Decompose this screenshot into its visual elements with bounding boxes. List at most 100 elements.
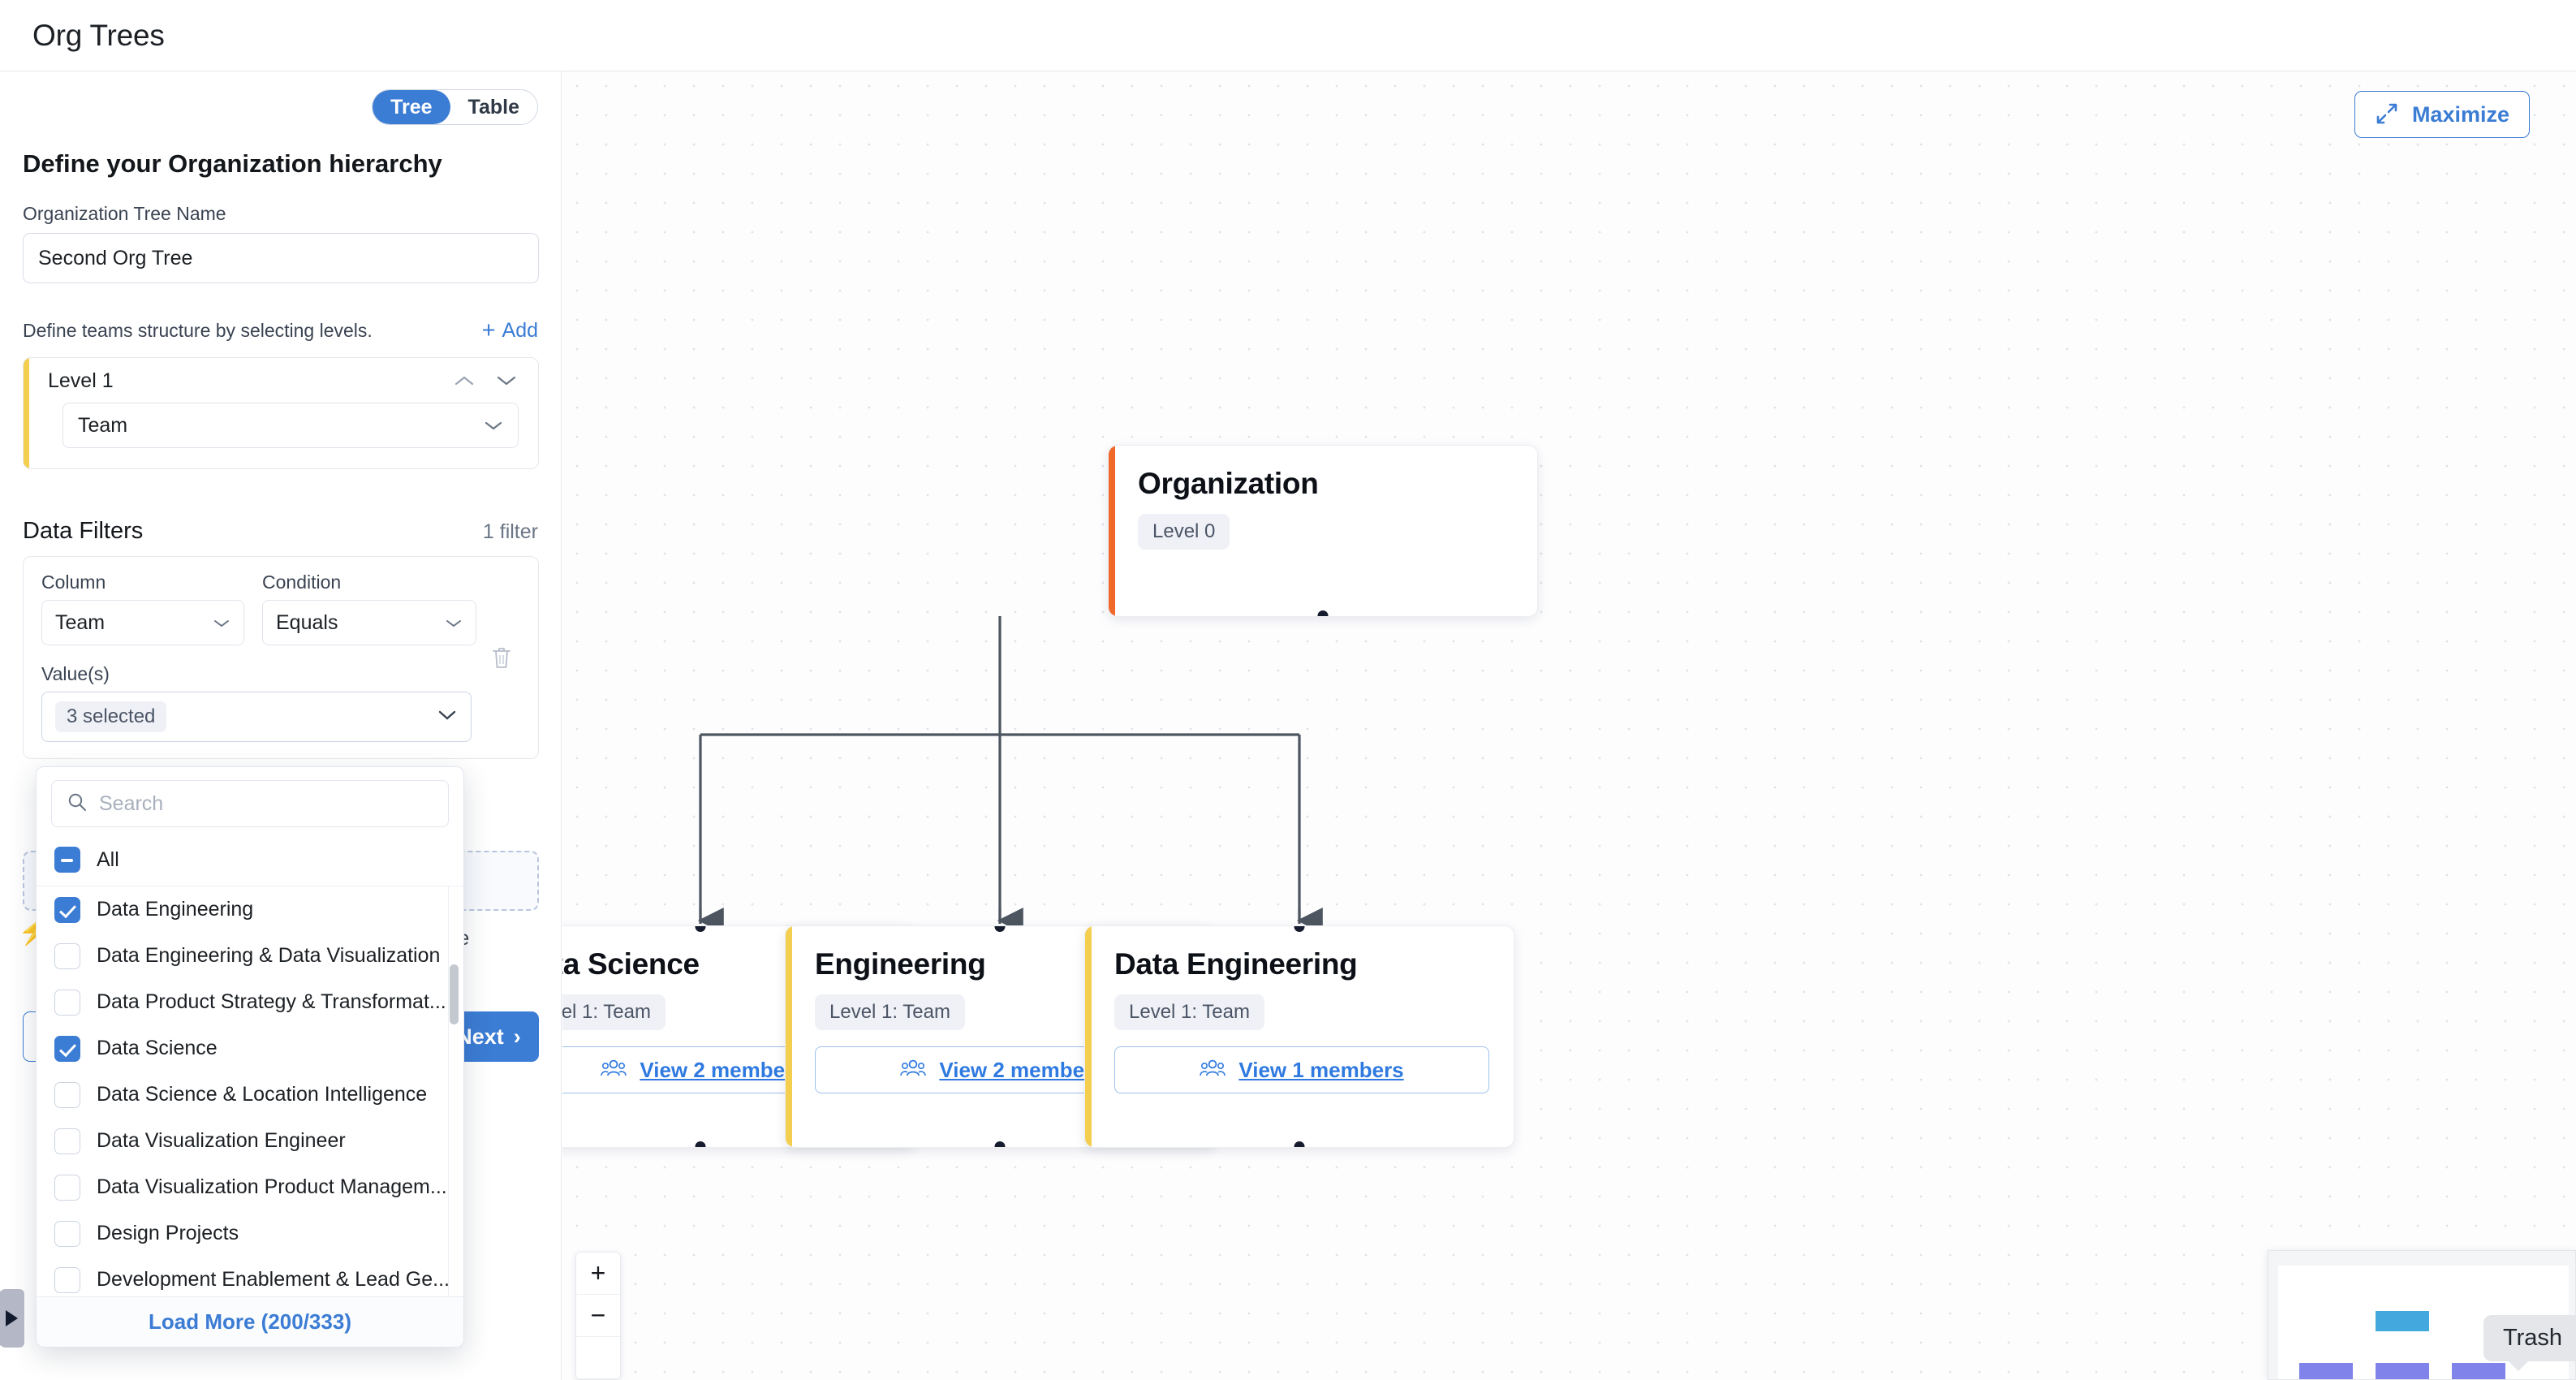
minimap[interactable]: Trash — [2268, 1250, 2576, 1380]
list-item-label: Data Science & Location Intelligence — [97, 1083, 428, 1106]
list-item-label: Design Projects — [97, 1222, 239, 1244]
add-level-button[interactable]: + Add — [482, 319, 538, 343]
minimap-node-child — [2376, 1363, 2429, 1379]
node-port-top — [994, 926, 1006, 932]
list-item-label: Data Engineering — [97, 898, 254, 921]
list-item-label: Data Science — [97, 1037, 218, 1059]
dropdown-scroll-track[interactable] — [448, 886, 460, 1296]
list-item[interactable]: Data Engineering — [37, 886, 463, 933]
list-item[interactable]: Data Visualization Engineer — [37, 1118, 463, 1164]
chevron-down-icon — [445, 611, 463, 635]
delete-filter-icon[interactable] — [489, 645, 514, 675]
node-port-bottom — [994, 1141, 1006, 1147]
dropdown-option-list[interactable]: Data Engineering Data Engineering & Data… — [37, 886, 463, 1296]
dropdown-select-all[interactable]: All — [37, 839, 463, 886]
checkbox[interactable] — [54, 1035, 80, 1062]
dropdown-scroll-thumb[interactable] — [450, 964, 459, 1024]
node-accent-bar — [1085, 926, 1092, 1147]
trash-tooltip: Trash — [2483, 1315, 2575, 1371]
maximize-button[interactable]: Maximize — [2354, 91, 2530, 138]
list-item[interactable]: Data Engineering & Data Visualization — [37, 933, 463, 979]
load-more-button[interactable]: Load More (200/333) — [37, 1296, 463, 1347]
filter-condition-label: Condition — [262, 571, 342, 593]
zoom-in-button[interactable]: + — [576, 1253, 620, 1295]
zoom-fit-button[interactable] — [576, 1337, 620, 1379]
zoom-out-button[interactable]: − — [576, 1295, 620, 1337]
add-level-label: Add — [502, 319, 538, 342]
list-item[interactable]: Data Visualization Product Managem... — [37, 1164, 463, 1210]
node-port-top — [1294, 926, 1305, 932]
collapse-panel-handle[interactable] — [0, 1289, 24, 1348]
filter-condition-select[interactable]: Equals — [262, 600, 476, 645]
tab-tree[interactable]: Tree — [373, 90, 450, 124]
node-level-badge: Level 1: Team — [1114, 994, 1264, 1030]
checkbox[interactable] — [54, 896, 80, 923]
tree-edges — [697, 616, 1323, 934]
view-mode-toggle[interactable]: Tree Table — [372, 89, 538, 125]
tab-table[interactable]: Table — [450, 90, 537, 124]
tree-node-data-engineering[interactable]: Data Engineering Level 1: Team View — [1084, 925, 1514, 1148]
list-item-label: Data Product Strategy & Transformat... — [97, 990, 446, 1013]
node-title: Data Science — [562, 947, 700, 981]
list-item-label: Data Visualization Engineer — [97, 1129, 346, 1152]
checkbox[interactable] — [54, 1128, 80, 1154]
search-input[interactable] — [99, 791, 433, 816]
list-item[interactable]: Data Product Strategy & Transformat... — [37, 979, 463, 1025]
move-level-down-icon[interactable] — [496, 372, 517, 391]
chevron-down-icon — [484, 414, 503, 438]
load-more-label: Load More (200/333) — [149, 1309, 351, 1334]
minimap-node-child — [2299, 1363, 2353, 1379]
view-members-label: View 2 members — [939, 1057, 1105, 1082]
node-level-badge: Level 1: Team — [815, 994, 965, 1030]
filters-title: Data Filters — [23, 518, 144, 544]
search-icon — [67, 791, 88, 817]
checkbox[interactable] — [54, 942, 80, 969]
filter-column-select[interactable]: Team — [41, 600, 244, 645]
node-title: Organization — [1138, 467, 1319, 500]
select-all-label: All — [97, 847, 119, 871]
members-icon — [1200, 1059, 1226, 1082]
list-item-label: Data Visualization Product Managem... — [97, 1175, 447, 1198]
view-members-button[interactable]: View 1 members — [1114, 1046, 1489, 1093]
level-card: Level 1 Team — [23, 357, 539, 469]
list-item[interactable]: Design Projects — [37, 1210, 463, 1257]
checkbox[interactable] — [54, 1174, 80, 1201]
move-level-up-icon[interactable] — [454, 372, 475, 391]
list-item[interactable]: Development Enablement & Lead Ge... — [37, 1257, 463, 1296]
chevron-down-icon — [213, 611, 230, 635]
tree-name-input[interactable] — [23, 233, 539, 283]
list-item[interactable]: Data Science — [37, 1025, 463, 1072]
level-name: Level 1 — [48, 369, 114, 392]
node-port-bottom — [1317, 610, 1329, 616]
checkbox[interactable] — [54, 1081, 80, 1108]
minimap-node-child — [2452, 1363, 2505, 1379]
checkbox[interactable] — [54, 1220, 80, 1247]
filter-values-select[interactable]: 3 selected — [41, 692, 472, 742]
checkbox[interactable] — [54, 989, 80, 1016]
node-title: Data Engineering — [1114, 947, 1358, 981]
maximize-icon — [2375, 101, 2399, 128]
selected-count-chip: 3 selected — [55, 701, 167, 732]
view-members-button[interactable]: View 2 members — [815, 1046, 1190, 1093]
tree-canvas[interactable]: Maximize Organization Level 0 — [562, 71, 2576, 1380]
filters-count: 1 filter — [482, 520, 538, 543]
plus-icon: + — [481, 317, 496, 343]
node-level-badge: Level 0 — [1138, 514, 1230, 550]
node-level-badge: Level 1: Team — [562, 994, 666, 1030]
filter-values-label: Value(s) — [41, 663, 110, 684]
node-accent-bar — [786, 926, 792, 1147]
section-title: Define your Organization hierarchy — [23, 149, 442, 178]
level-accent-bar — [24, 358, 29, 468]
list-item[interactable]: Data Science & Location Intelligence — [37, 1072, 463, 1118]
list-item-label: Data Engineering & Data Visualization — [97, 944, 441, 967]
checkbox[interactable] — [54, 1266, 80, 1293]
checkbox-all[interactable] — [54, 847, 80, 873]
top-bar: Org Trees — [0, 0, 2576, 71]
view-members-label: View 1 members — [1238, 1057, 1404, 1082]
chevron-right-icon: › — [513, 1024, 521, 1049]
tree-node-organization[interactable]: Organization Level 0 — [1108, 445, 1538, 617]
level-field-select[interactable]: Team — [62, 403, 519, 448]
filter-condition-value: Equals — [276, 610, 338, 634]
zoom-controls[interactable]: + − — [575, 1252, 621, 1380]
dropdown-search[interactable] — [51, 780, 449, 827]
